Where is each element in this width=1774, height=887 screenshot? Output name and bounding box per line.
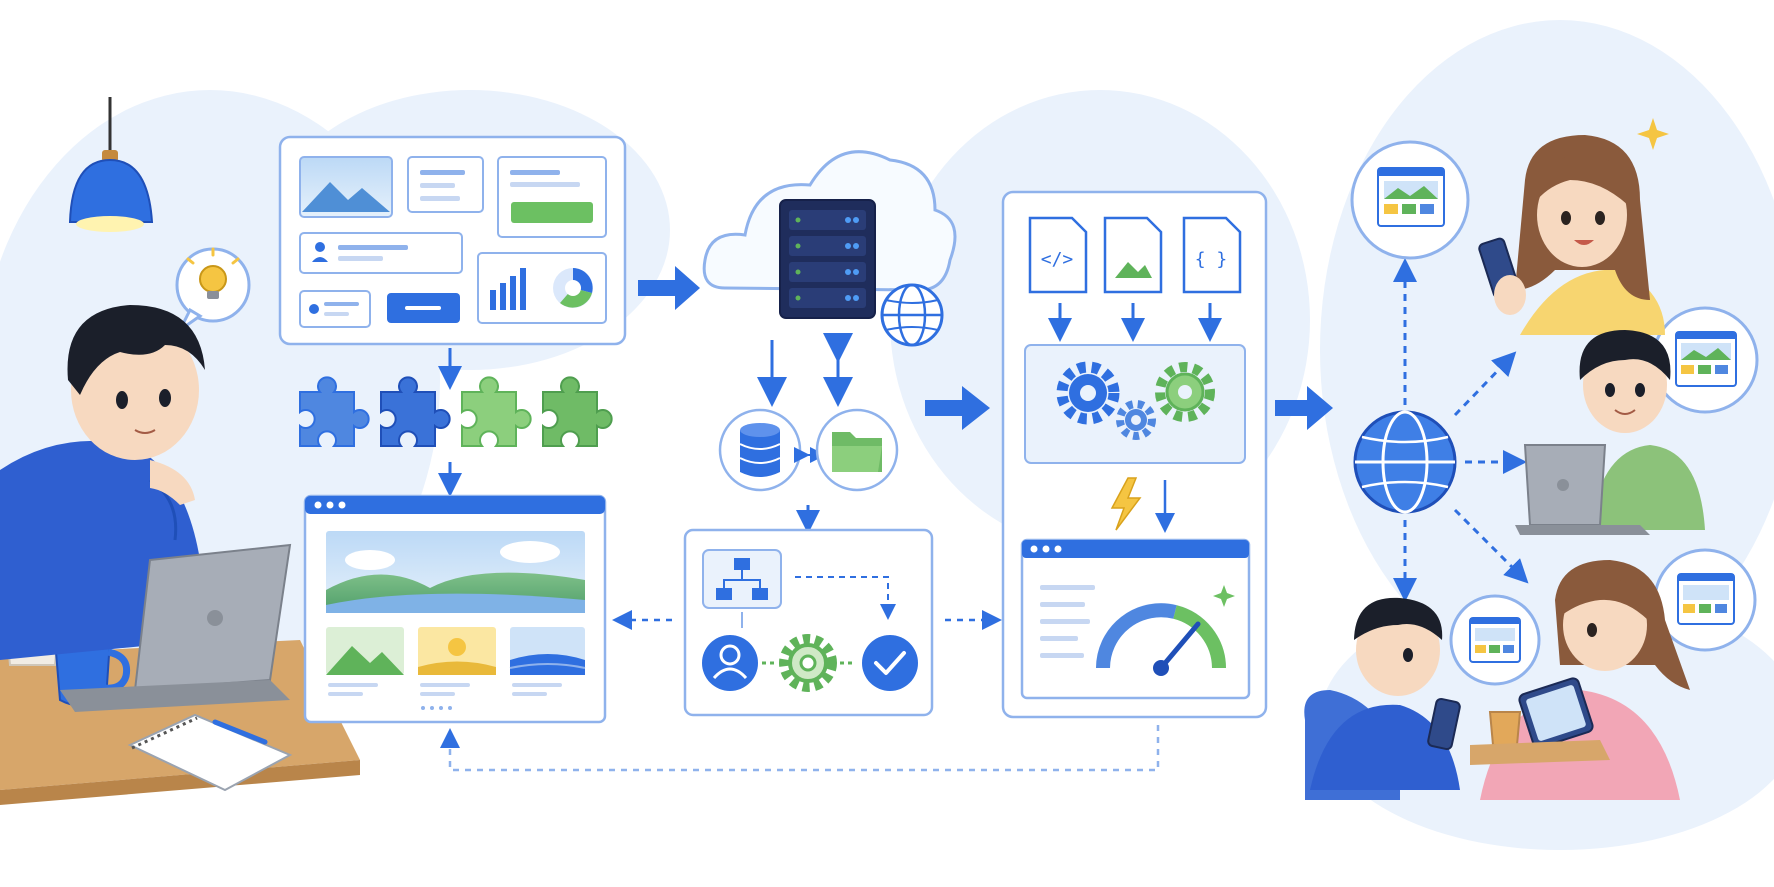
small-profile-card — [299, 290, 371, 328]
json-file-icon: { } — [1182, 216, 1242, 294]
puzzle-piece-icon — [461, 376, 532, 447]
database-icon — [739, 423, 781, 477]
thumbnail-mountains — [326, 627, 404, 675]
laptop-icon — [1515, 444, 1650, 535]
site-preview-bubble — [1651, 306, 1759, 414]
site-preview-bubble — [1653, 548, 1757, 652]
folder-icon — [832, 432, 882, 472]
text-card — [407, 156, 484, 213]
sparkle-icon — [1637, 118, 1669, 150]
processing-gears-box — [1024, 344, 1246, 464]
notebook-icon — [127, 713, 293, 792]
lightning-bolt-icon — [1110, 477, 1142, 531]
site-preview-bubble — [1350, 140, 1470, 260]
user-kid-with-phone — [1304, 597, 1461, 800]
thumbnail-sunset — [418, 627, 496, 675]
data-storage-group — [718, 408, 899, 492]
sitemap-icon — [702, 549, 782, 609]
arrow-to-globe — [1275, 386, 1333, 430]
check-circle-icon — [862, 635, 918, 691]
image-file-icon — [1103, 216, 1163, 294]
user-girl-with-tablet — [1470, 560, 1690, 800]
performance-browser — [1020, 538, 1251, 700]
arrow-to-build — [925, 386, 990, 430]
workflow-panel — [683, 528, 934, 717]
globe-icon — [880, 283, 944, 347]
thumbnail-sea — [509, 627, 586, 675]
speedometer-gauge-icon — [1096, 603, 1226, 676]
website-browser-mockup — [303, 494, 607, 724]
developer-scene — [0, 97, 360, 805]
ui-components-panel — [278, 135, 627, 346]
gear-icon — [1155, 362, 1215, 422]
gear-icon — [1056, 361, 1120, 425]
cup-icon — [1488, 711, 1522, 746]
cta-card — [497, 156, 607, 238]
puzzle-piece-icon — [380, 376, 451, 447]
hero-banner-image — [326, 531, 585, 613]
arrow-globe-downright — [1453, 508, 1529, 584]
puzzle-pieces — [299, 376, 613, 447]
server-rack-icon — [779, 199, 876, 319]
developer-laptop-icon — [60, 543, 292, 712]
site-preview-bubble — [1449, 594, 1541, 686]
image-card — [299, 156, 393, 218]
user-girl-with-phone — [1478, 135, 1665, 335]
build-optimize-panel: </> { } — [1001, 190, 1268, 719]
lamp-shade-icon — [68, 158, 154, 223]
lightbulb-icon — [186, 247, 240, 299]
smartphone-icon — [1427, 697, 1461, 751]
bar-pie-chart-card — [477, 252, 607, 324]
gear-icon — [1116, 400, 1156, 440]
puzzle-piece-icon — [299, 376, 370, 447]
user-icon — [702, 635, 758, 691]
gear-icon — [779, 634, 837, 692]
profile-card — [299, 232, 463, 274]
feedback-loop-arrow — [440, 725, 1160, 772]
puzzle-piece-icon — [542, 376, 613, 447]
global-globe — [1353, 410, 1457, 514]
cloud-server-group — [702, 150, 957, 347]
html-file-glyph: </> — [1041, 249, 1074, 270]
arrow-to-cloud — [638, 266, 700, 310]
tablet-icon — [1518, 677, 1594, 749]
user-boy-with-laptop — [1515, 330, 1705, 535]
json-file-glyph: { } — [1195, 249, 1228, 270]
button-component — [387, 293, 460, 323]
html-file-icon: </> — [1028, 216, 1088, 294]
